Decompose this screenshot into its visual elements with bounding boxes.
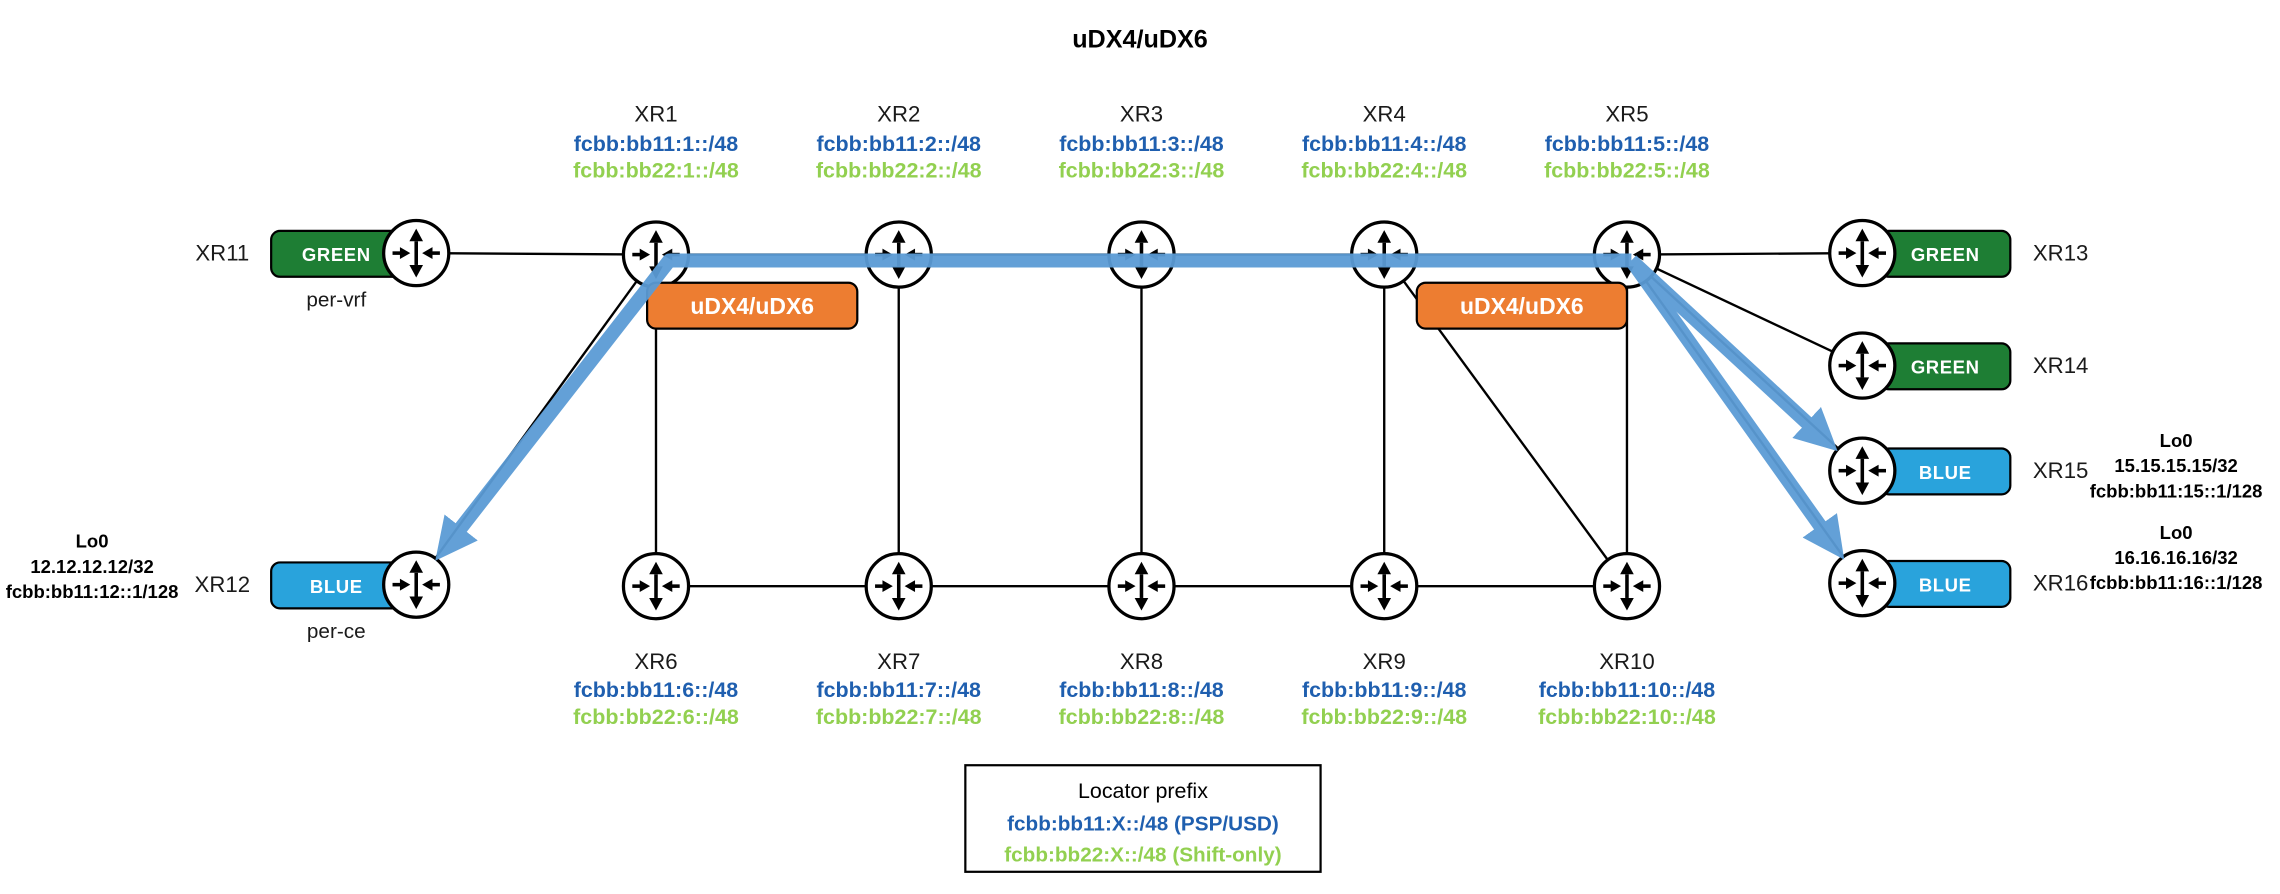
router-icon-xr13 bbox=[1827, 218, 1897, 288]
lo0-title-xr15: Lo0 bbox=[2160, 430, 2193, 451]
udx-box-left-label: uDX4/uDX6 bbox=[690, 293, 814, 319]
legend-psp: fcbb:bb11:X::/48 (PSP/USD) bbox=[1007, 812, 1279, 835]
lo0-srv6-xr12: fcbb:bb11:12::1/128 bbox=[6, 581, 179, 602]
router-name-xr16: XR16 bbox=[2033, 571, 2089, 596]
locator-psp-xr9: fcbb:bb11:9::/48 bbox=[1302, 678, 1467, 702]
locator-shift-xr2: fcbb:bb22:2::/48 bbox=[816, 159, 982, 183]
router-icon-xr7 bbox=[864, 551, 934, 621]
router-icon-xr10 bbox=[1592, 551, 1662, 621]
legend: Locator prefix fcbb:bb11:X::/48 (PSP/USD… bbox=[964, 764, 1322, 873]
router-name-xr2: XR2 bbox=[877, 101, 920, 126]
router-name-xr7: XR7 bbox=[877, 649, 920, 674]
locator-psp-xr7: fcbb:bb11:7::/48 bbox=[816, 678, 981, 702]
lo0-title-xr16: Lo0 bbox=[2160, 522, 2193, 543]
locator-psp-xr6: fcbb:bb11:6::/48 bbox=[574, 678, 739, 702]
router-icon-xr15 bbox=[1827, 436, 1897, 506]
vrf-box-xr12-label: BLUE bbox=[310, 576, 363, 597]
router-name-xr15: XR15 bbox=[2033, 458, 2089, 483]
router-icon-xr6 bbox=[621, 551, 691, 621]
router-name-xr9: XR9 bbox=[1363, 649, 1406, 674]
lo0-ipv4-xr15: 15.15.15.15/32 bbox=[2114, 455, 2237, 476]
locator-shift-xr8: fcbb:bb22:8::/48 bbox=[1059, 705, 1225, 729]
vrf-box-xr16-label: BLUE bbox=[1919, 574, 1972, 595]
locator-shift-xr5: fcbb:bb22:5::/48 bbox=[1544, 159, 1710, 183]
service-boxes: GREEN BLUE GREEN GREEN BLUE BLUE bbox=[270, 229, 2012, 610]
locator-shift-xr9: fcbb:bb22:9::/48 bbox=[1301, 705, 1467, 729]
router-icon-xr11 bbox=[381, 218, 451, 288]
router-icon-xr14 bbox=[1827, 331, 1897, 400]
mode-label-xr11: per-vrf bbox=[306, 288, 366, 311]
traffic-arrow-to-xr15 bbox=[1626, 255, 1838, 452]
mode-label-xr12: per-ce bbox=[307, 620, 366, 643]
locator-psp-xr5: fcbb:bb11:5::/48 bbox=[1545, 132, 1710, 156]
core-bottom-labels: XR6 fcbb:bb11:6::/48 fcbb:bb22:6::/48 XR… bbox=[573, 649, 1716, 729]
locator-psp-xr1: fcbb:bb11:1::/48 bbox=[574, 132, 739, 156]
traffic-arrows bbox=[435, 253, 1845, 561]
locator-psp-xr8: fcbb:bb11:8::/48 bbox=[1059, 678, 1224, 702]
router-name-xr6: XR6 bbox=[634, 649, 677, 674]
router-name-xr14: XR14 bbox=[2033, 353, 2089, 378]
core-top-labels: XR1 fcbb:bb11:1::/48 fcbb:bb22:1::/48 XR… bbox=[573, 101, 1710, 182]
udx-box-right-label: uDX4/uDX6 bbox=[1460, 293, 1584, 319]
traffic-arrow-to-xr16 bbox=[1625, 256, 1845, 560]
link-xr5-xr13 bbox=[1626, 251, 1863, 256]
vrf-box-xr13-label: GREEN bbox=[1911, 244, 1980, 265]
locator-shift-xr3: fcbb:bb22:3::/48 bbox=[1059, 159, 1225, 183]
udx-box-right bbox=[1415, 281, 1629, 330]
udx-box-left bbox=[646, 281, 859, 330]
locator-psp-xr2: fcbb:bb11:2::/48 bbox=[816, 132, 981, 156]
router-name-xr10: XR10 bbox=[1599, 649, 1655, 674]
routers bbox=[381, 218, 1897, 621]
diagram-title: uDX4/uDX6 bbox=[1072, 25, 1208, 53]
lo0-title-xr12: Lo0 bbox=[76, 531, 109, 552]
router-name-xr1: XR1 bbox=[634, 101, 677, 126]
locator-shift-xr6: fcbb:bb22:6::/48 bbox=[573, 705, 739, 729]
locator-shift-xr10: fcbb:bb22:10::/48 bbox=[1538, 705, 1716, 729]
link-xr11-xr1 bbox=[416, 251, 657, 256]
legend-box bbox=[964, 764, 1322, 873]
locator-psp-xr3: fcbb:bb11:3::/48 bbox=[1059, 132, 1224, 156]
locator-psp-xr10: fcbb:bb11:10::/48 bbox=[1539, 678, 1716, 702]
locator-shift-xr4: fcbb:bb22:4::/48 bbox=[1301, 159, 1467, 183]
lo0-ipv4-xr12: 12.12.12.12/32 bbox=[30, 556, 153, 577]
router-icon-xr9 bbox=[1349, 551, 1419, 621]
router-name-xr13: XR13 bbox=[2033, 241, 2089, 266]
lo0-srv6-xr16: fcbb:bb11:16::1/128 bbox=[2090, 572, 2263, 593]
router-name-xr8: XR8 bbox=[1120, 649, 1163, 674]
router-name-xr5: XR5 bbox=[1605, 101, 1648, 126]
legend-title: Locator prefix bbox=[1078, 779, 1208, 803]
edge-labels: XR11 per-vrf XR12 per-ce Lo0 12.12.12.12… bbox=[6, 241, 2263, 643]
router-name-xr11: XR11 bbox=[195, 241, 249, 266]
vrf-box-xr11-label: GREEN bbox=[302, 244, 371, 265]
locator-psp-xr4: fcbb:bb11:4::/48 bbox=[1302, 132, 1467, 156]
router-name-xr4: XR4 bbox=[1363, 101, 1406, 126]
vrf-box-xr14-label: GREEN bbox=[1911, 357, 1980, 378]
lo0-srv6-xr15: fcbb:bb11:15::1/128 bbox=[2090, 480, 2263, 501]
legend-shift: fcbb:bb22:X::/48 (Shift-only) bbox=[1004, 843, 1281, 866]
router-icon-xr12 bbox=[381, 550, 451, 619]
router-icon-xr16 bbox=[1827, 548, 1897, 618]
router-name-xr3: XR3 bbox=[1120, 101, 1163, 126]
vrf-box-xr15-label: BLUE bbox=[1919, 462, 1972, 483]
router-icon-xr8 bbox=[1107, 551, 1176, 621]
behavior-boxes: uDX4/uDX6 uDX4/uDX6 bbox=[646, 281, 1629, 330]
traffic-arrow-to-xr12 bbox=[435, 253, 1632, 561]
locator-shift-xr1: fcbb:bb22:1::/48 bbox=[573, 159, 739, 183]
link-xr5-xr14 bbox=[1626, 253, 1863, 367]
lo0-ipv4-xr16: 16.16.16.16/32 bbox=[2114, 547, 2237, 568]
router-name-xr12: XR12 bbox=[195, 572, 251, 597]
locator-shift-xr7: fcbb:bb22:7::/48 bbox=[816, 705, 982, 729]
